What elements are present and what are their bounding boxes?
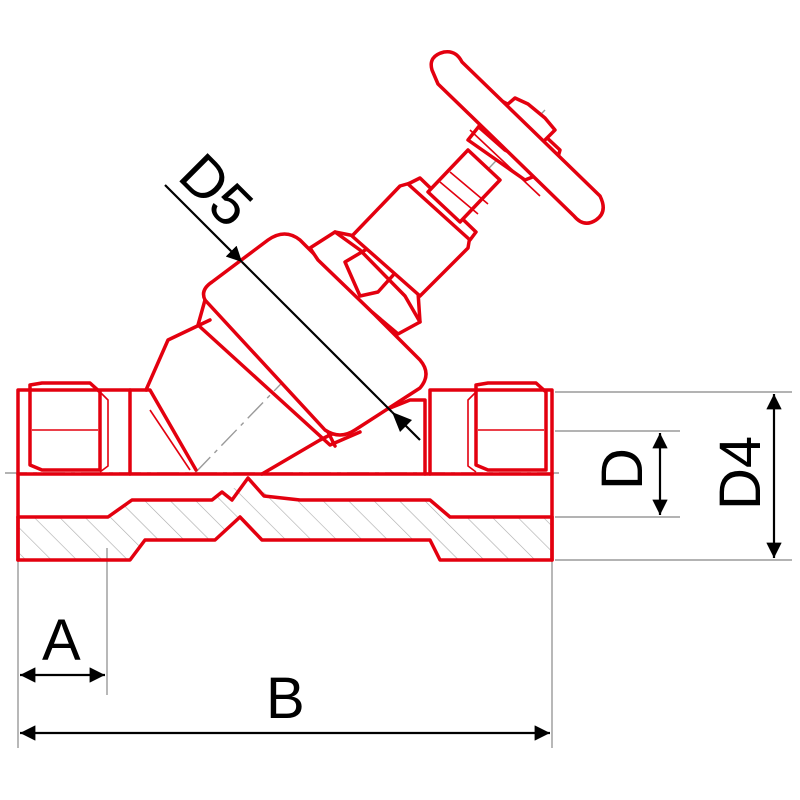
label-d5: D5 [167, 141, 265, 239]
label-a: A [42, 608, 81, 673]
extension-lines [17, 391, 792, 748]
dimension-d5-line [164, 184, 243, 263]
valve-body-section [16, 476, 554, 562]
packing-nut [308, 230, 422, 336]
valve-stem [350, 148, 502, 298]
handwheel [429, 49, 605, 225]
label-b: B [266, 666, 305, 731]
valve-body-upper [16, 318, 554, 562]
label-d: D [590, 448, 655, 490]
label-d4: D4 [708, 436, 773, 510]
d5-arrowhead [392, 412, 412, 432]
dimension-lines [20, 184, 782, 741]
